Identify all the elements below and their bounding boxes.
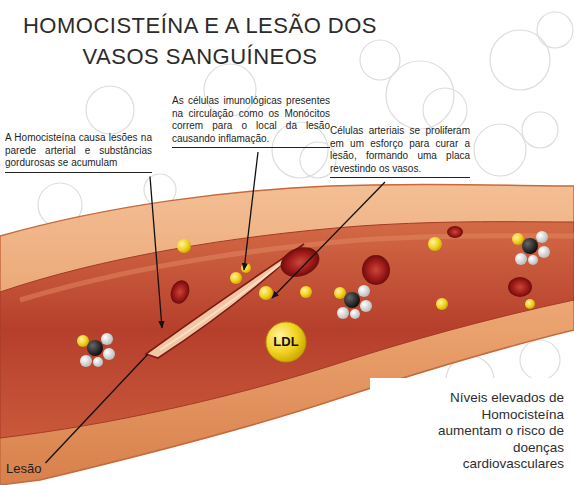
leader-line xyxy=(45,354,148,463)
illustration-part xyxy=(86,86,134,134)
illustration-part xyxy=(177,239,191,253)
callout-text: As células imunológicas presentes na cir… xyxy=(172,95,330,148)
note-text: Níveis elevados de Homocisteína aumentam… xyxy=(428,390,564,473)
illustration-part xyxy=(230,272,242,284)
circle-shape xyxy=(266,322,306,362)
illustration-part xyxy=(276,242,323,282)
part-label: Lesão xyxy=(6,461,41,477)
illustration-part xyxy=(428,237,442,251)
illustration-part xyxy=(490,30,550,90)
illustration-part xyxy=(77,333,115,367)
illustration-part xyxy=(520,340,560,380)
leader-line xyxy=(272,182,385,298)
leader-line xyxy=(244,152,258,270)
illustration-part xyxy=(436,298,448,310)
illustration-part xyxy=(167,278,192,307)
illustration-part xyxy=(525,299,535,309)
illustration-part xyxy=(508,277,532,297)
vessel-wall xyxy=(0,184,574,485)
callout-text: A Homocisteína causa lesões na parede ar… xyxy=(5,132,152,173)
lesion xyxy=(146,244,304,358)
illustration-part xyxy=(362,255,390,285)
leader-lines xyxy=(45,152,385,463)
leader-line xyxy=(150,177,162,329)
ldl-circle: LDL xyxy=(265,321,307,363)
circle-label: LDL xyxy=(273,334,298,350)
illustration-part xyxy=(334,285,372,319)
lumen-highlight xyxy=(20,236,574,300)
illustration-part xyxy=(512,231,550,265)
illustration-part xyxy=(537,12,573,48)
illustration-part xyxy=(360,40,400,80)
fatty-deposit xyxy=(259,286,273,300)
illustration-part xyxy=(522,112,558,148)
diagram-title: HOMOCISTEÍNA E A LESÃO DOS VASOS SANGUÍN… xyxy=(22,10,378,72)
illustration-part xyxy=(300,286,312,298)
vessel xyxy=(0,184,574,485)
callout-text: Células arteriais se proliferam em um es… xyxy=(330,125,470,178)
illustration-part xyxy=(474,124,526,176)
molecule-models xyxy=(77,231,550,367)
fatty-deposit xyxy=(241,263,251,273)
lesion-crack xyxy=(146,244,304,358)
illustration-part xyxy=(447,226,463,238)
note-box: Níveis elevados de Homocisteína aumentam… xyxy=(370,378,574,485)
